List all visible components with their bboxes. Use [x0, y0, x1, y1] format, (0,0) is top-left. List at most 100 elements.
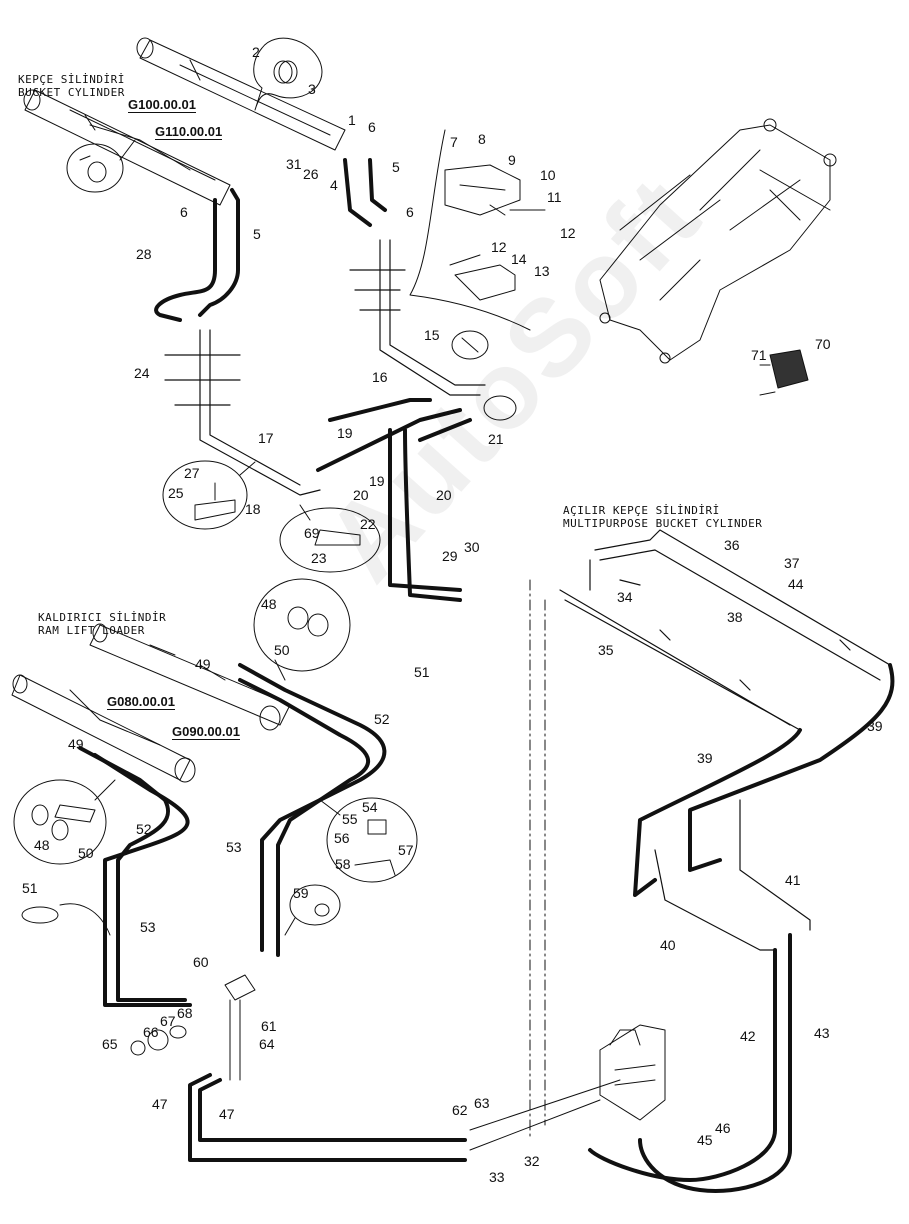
part-number-53: 53 [226, 839, 242, 855]
part-number-34: 34 [617, 589, 633, 605]
part-number-50: 50 [78, 845, 94, 861]
part-number-45: 45 [697, 1132, 713, 1148]
part-number-57: 57 [398, 842, 414, 858]
part-number-26: 26 [303, 166, 319, 182]
part-number-47: 47 [152, 1096, 168, 1112]
part-number-35: 35 [598, 642, 614, 658]
detail-bubble-bracket-55 [319, 797, 418, 883]
part-number-19: 19 [369, 473, 385, 489]
part-number-71: 71 [751, 347, 767, 363]
part-number-39: 39 [867, 718, 883, 734]
part-number-20: 20 [353, 487, 369, 503]
detail-clamp-51 [21, 903, 111, 936]
part-number-2: 2 [252, 44, 260, 60]
part-number-62: 62 [452, 1102, 468, 1118]
part-number-18: 18 [245, 501, 261, 517]
part-number-17: 17 [258, 430, 274, 446]
part-number-4: 4 [330, 177, 338, 193]
part-number-28: 28 [136, 246, 152, 262]
part-number-54: 54 [362, 799, 378, 815]
part-number-20: 20 [436, 487, 452, 503]
part-number-31: 31 [286, 156, 302, 172]
detail-bubble-clamp-left [66, 139, 136, 193]
part-number-37: 37 [784, 555, 800, 571]
part-number-38: 38 [727, 609, 743, 625]
part-number-52: 52 [374, 711, 390, 727]
detail-bubble-ram-clamps [253, 578, 351, 681]
part-number-12: 12 [560, 225, 576, 241]
part-number-9: 9 [508, 152, 516, 168]
multipurpose-hoses [588, 663, 895, 1193]
loader-frame-drawing [599, 118, 837, 364]
ram-lift-connectors [130, 974, 256, 1081]
part-number-6: 6 [368, 119, 376, 135]
part-number-25: 25 [168, 485, 184, 501]
part-number-33: 33 [489, 1169, 505, 1185]
part-number-16: 16 [372, 369, 388, 385]
part-number-12: 12 [491, 239, 507, 255]
part-number-29: 29 [442, 548, 458, 564]
part-number-65: 65 [102, 1036, 118, 1052]
detail-bubble-bracket-left [162, 460, 256, 530]
valve-block-70 [759, 349, 809, 396]
part-number-58: 58 [335, 856, 351, 872]
part-number-51: 51 [22, 880, 38, 896]
code-g100: G100.00.01 [128, 97, 196, 113]
bucket-rigid-lines [164, 239, 486, 496]
part-number-48: 48 [34, 837, 50, 853]
ram-lift-hoses [78, 663, 467, 1162]
part-number-5: 5 [392, 159, 400, 175]
part-number-60: 60 [193, 954, 209, 970]
part-number-27: 27 [184, 465, 200, 481]
detail-bubble-clamp-top [253, 37, 323, 111]
detail-bubble-clip [451, 330, 517, 421]
part-number-40: 40 [660, 937, 676, 953]
part-number-36: 36 [724, 537, 740, 553]
part-number-15: 15 [424, 327, 440, 343]
part-number-42: 42 [740, 1028, 756, 1044]
frame-edge-line [409, 129, 531, 331]
part-number-1: 1 [348, 112, 356, 128]
part-number-46: 46 [715, 1120, 731, 1136]
multipurpose-rigid-lines [559, 529, 891, 951]
control-valve-drawing [469, 1024, 666, 1151]
part-number-49: 49 [195, 656, 211, 672]
detail-bubble-bracket-right [279, 504, 381, 573]
part-number-53: 53 [140, 919, 156, 935]
part-number-8: 8 [478, 131, 486, 147]
part-number-50: 50 [274, 642, 290, 658]
part-number-21: 21 [488, 431, 504, 447]
part-number-56: 56 [334, 830, 350, 846]
part-number-49: 49 [68, 736, 84, 752]
bracket-parts [444, 164, 546, 301]
detail-bubble-clip-59 [284, 884, 341, 936]
part-number-48: 48 [261, 596, 277, 612]
part-number-7: 7 [450, 134, 458, 150]
part-number-59: 59 [293, 885, 309, 901]
part-number-51: 51 [414, 664, 430, 680]
part-number-41: 41 [785, 872, 801, 888]
part-number-47: 47 [219, 1106, 235, 1122]
part-number-13: 13 [534, 263, 550, 279]
part-number-3: 3 [308, 81, 316, 97]
part-number-6: 6 [406, 204, 414, 220]
part-number-10: 10 [540, 167, 556, 183]
bucket-hoses [154, 158, 472, 602]
part-number-6: 6 [180, 204, 188, 220]
part-number-69: 69 [304, 525, 320, 541]
part-number-67: 67 [160, 1013, 176, 1029]
code-g110: G110.00.01 [155, 124, 223, 140]
part-number-43: 43 [814, 1025, 830, 1041]
part-number-66: 66 [143, 1024, 159, 1040]
part-number-52: 52 [136, 821, 152, 837]
part-number-70: 70 [815, 336, 831, 352]
part-number-11: 11 [547, 189, 562, 205]
part-number-14: 14 [511, 251, 527, 267]
part-number-24: 24 [134, 365, 150, 381]
part-number-23: 23 [311, 550, 327, 566]
part-number-19: 19 [337, 425, 353, 441]
